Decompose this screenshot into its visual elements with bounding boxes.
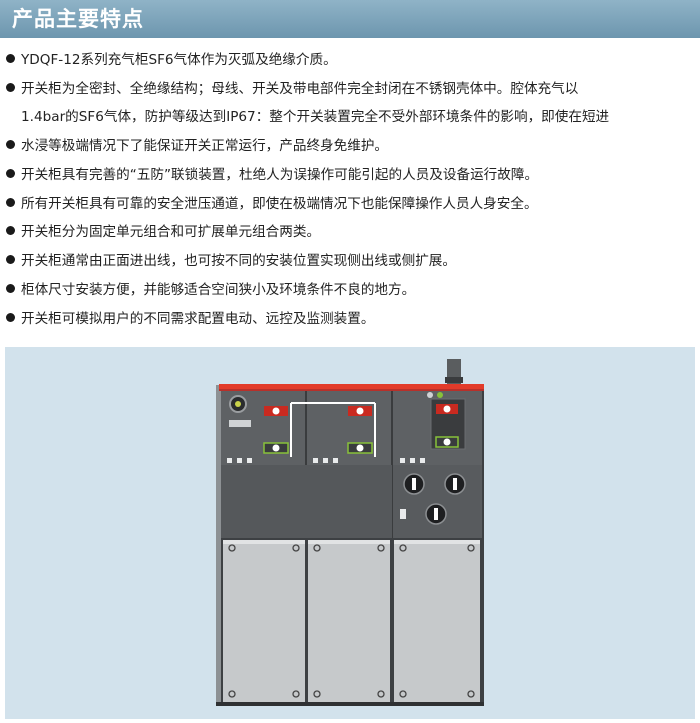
feature-text: 开关柜可模拟用户的不同需求配置电动、远控及监测装置。	[21, 311, 375, 327]
bullet-icon	[6, 83, 15, 92]
feature-item: 开关柜为全密封、全绝缘结构；母线、开关及带电部件完全封闭在不锈钢壳体中。腔体充气…	[6, 74, 696, 104]
bullet-icon	[6, 226, 15, 235]
cabinet-top-stripe	[219, 384, 484, 389]
feature-text: 水浸等极端情况下了能保证开关正常运行，产品终身免维护。	[21, 138, 389, 154]
feature-item-continuation: 1.4bar的SF6气体，防护等级达到IP67：整个开关装置完全不受外部环境条件…	[6, 102, 700, 132]
bullet-icon	[6, 54, 15, 63]
feature-text: 开关柜通常由正面进出线，也可按不同的安装位置实现侧出线或侧扩展。	[21, 253, 456, 269]
bullet-icon	[6, 169, 15, 178]
feature-item: 开关柜可模拟用户的不同需求配置电动、远控及监测装置。	[6, 304, 696, 334]
feature-text: 开关柜分为固定单元组合和可扩展单元组合两类。	[21, 224, 321, 240]
lower-door-1	[223, 540, 305, 702]
operating-socket	[403, 473, 425, 495]
feature-item: YDQF-12系列充气柜SF6气体作为灭弧及绝缘介质。	[6, 45, 696, 75]
bullet-icon	[6, 255, 15, 264]
mimic-diagram-unit-1	[263, 402, 330, 457]
switchgear-cabinet-illustration	[216, 359, 484, 706]
feature-item: 所有开关柜具有可靠的安全泄压通道，即使在极端情况下也能保障操作人员人身安全。	[6, 189, 696, 219]
operating-socket	[425, 503, 447, 525]
feature-text: 所有开关柜具有可靠的安全泄压通道，即使在极端情况下也能保障操作人员人身安全。	[21, 196, 538, 212]
feature-item: 开关柜分为固定单元组合和可扩展单元组合两类。	[6, 217, 696, 247]
section-title: 产品主要特点	[12, 7, 144, 31]
feature-text: YDQF-12系列充气柜SF6气体作为灭弧及绝缘介质。	[21, 52, 337, 68]
feature-text: 柜体尺寸安装方便，并能够适合空间狭小及环境条件不良的地方。	[21, 282, 416, 298]
position-indicators	[227, 458, 425, 463]
feature-text: 开关柜为全密封、全绝缘结构；母线、开关及带电部件完全封闭在不锈钢壳体中。腔体充气…	[21, 81, 579, 97]
bullet-icon	[6, 140, 15, 149]
feature-item: 柜体尺寸安装方便，并能够适合空间狭小及环境条件不良的地方。	[6, 275, 696, 305]
feature-item: 水浸等极端情况下了能保证开关正常运行，产品终身免维护。	[6, 131, 696, 161]
lower-door-2	[308, 540, 390, 702]
mimic-diagram-unit-2	[330, 402, 376, 457]
bullet-icon	[6, 313, 15, 322]
key-lock	[400, 509, 406, 519]
bullet-icon	[6, 284, 15, 293]
bullet-icon	[6, 198, 15, 207]
nameplate	[229, 420, 251, 427]
feature-text: 1.4bar的SF6气体，防护等级达到IP67：整个开关装置完全不受外部环境条件…	[21, 109, 610, 125]
lower-door-3	[394, 540, 480, 702]
mimic-diagram-unit-3	[427, 392, 466, 450]
section-header: 产品主要特点	[0, 0, 700, 38]
operating-socket	[444, 473, 466, 495]
feature-item: 开关柜具有完善的“五防”联锁装置，杜绝人为误操作可能引起的人员及设备运行故障。	[6, 160, 696, 190]
feature-text: 开关柜具有完善的“五防”联锁装置，杜绝人为误操作可能引起的人员及设备运行故障。	[21, 167, 539, 183]
switchgear-product-photo	[5, 347, 695, 719]
feature-item: 开关柜通常由正面进出线，也可按不同的安装位置实现侧出线或侧扩展。	[6, 246, 696, 276]
